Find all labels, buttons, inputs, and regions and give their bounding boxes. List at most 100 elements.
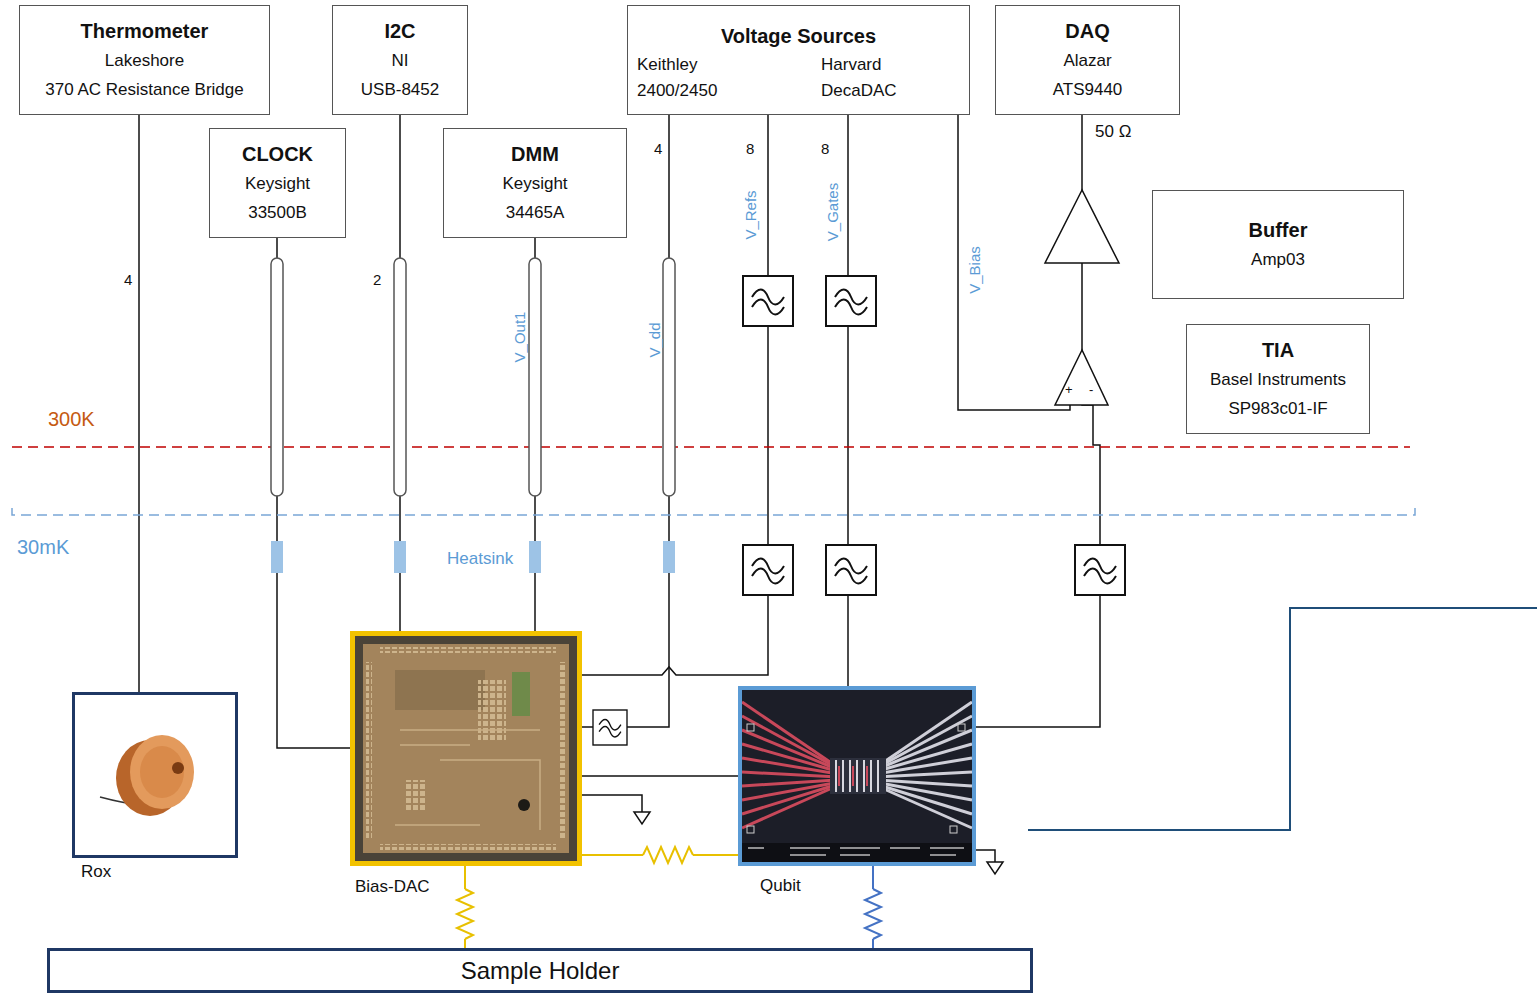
filter-symbol xyxy=(826,276,876,326)
instrument-box: I2CNIUSB-8452 xyxy=(332,5,468,115)
chip-block xyxy=(512,672,530,716)
sem-info-marks xyxy=(748,848,964,855)
box-text: SP983c01-IF xyxy=(1228,394,1327,423)
wire-count: 4 xyxy=(654,140,662,158)
resistor-backing xyxy=(643,845,693,865)
heatsink xyxy=(529,541,541,573)
box-text: 33500B xyxy=(248,198,307,227)
ground-wire xyxy=(976,850,995,862)
chip-die xyxy=(363,644,569,853)
chip-frame xyxy=(355,636,577,861)
box-text: 34465A xyxy=(506,198,565,227)
box-title: Voltage Sources xyxy=(628,22,969,51)
sem-background xyxy=(742,690,972,862)
filter-symbol xyxy=(743,545,793,595)
node-label: Bias-DAC xyxy=(355,872,430,901)
wire-count: 8 xyxy=(821,140,829,158)
node-label: Rox xyxy=(81,857,111,886)
tia-amplifier-symbol xyxy=(1055,350,1108,405)
filter-symbol xyxy=(593,710,627,745)
sem-info-bar xyxy=(742,843,972,862)
wire-count: 2 xyxy=(373,271,381,289)
box-text: Basel Instruments xyxy=(1210,365,1346,394)
filter-symbol xyxy=(826,545,876,595)
ground-symbol xyxy=(987,862,1003,874)
wire-count: 8 xyxy=(746,140,754,158)
sem-marker xyxy=(747,724,754,731)
instrument-box: CLOCKKeysight33500B xyxy=(209,128,346,238)
box-title: Buffer xyxy=(1249,216,1308,245)
gate-lines-white xyxy=(876,702,972,828)
chip-block xyxy=(395,670,485,710)
instrument-box: TIABasel InstrumentsSP983c01-IF xyxy=(1186,324,1370,434)
box-text: Sample Holder xyxy=(461,956,620,986)
node-label: 2400/2450 xyxy=(637,76,717,105)
buffer-amplifier-symbol xyxy=(1045,190,1119,263)
sample-holder-bar: Sample Holder xyxy=(47,948,1033,993)
bias-dac-chip-illustration xyxy=(355,636,577,861)
instrument-box: Voltage SourcesKeithley2400/2450 HarvardD… xyxy=(627,5,970,115)
chip-block xyxy=(405,780,427,810)
gate-line xyxy=(742,789,830,828)
gate-line xyxy=(882,786,972,814)
box-title: CLOCK xyxy=(242,140,313,169)
rox-face xyxy=(130,735,194,809)
heatsink xyxy=(271,541,283,573)
coax-tube xyxy=(394,258,406,496)
node-label: Harvard xyxy=(821,50,881,79)
box-text: USB-8452 xyxy=(361,75,439,104)
connector xyxy=(138,115,140,692)
sensor-frame: Rox xyxy=(72,692,238,858)
gate-line xyxy=(880,783,972,800)
resistor-backing xyxy=(863,889,883,939)
coax-tube xyxy=(529,258,541,496)
instrument-box: DMMKeysight34465A xyxy=(443,128,627,238)
gate-line xyxy=(884,702,972,762)
sem-marker xyxy=(950,826,957,833)
heatsink-label: Heatsink xyxy=(447,548,513,569)
gate-line xyxy=(742,772,838,777)
gate-line xyxy=(742,783,834,800)
ground-wire xyxy=(580,795,642,812)
heatsink xyxy=(663,541,675,573)
box-text: NI xyxy=(392,46,409,75)
gate-line xyxy=(884,789,972,828)
gate-array xyxy=(830,758,886,794)
sem-marker xyxy=(958,724,965,731)
chip-pads xyxy=(366,662,372,838)
chip-pads xyxy=(380,844,556,850)
rox-face-ring xyxy=(140,746,184,798)
node-label: Qubit xyxy=(760,871,801,900)
box-text: Keysight xyxy=(502,169,567,198)
heatsinks xyxy=(271,541,675,573)
box-text: Lakeshore xyxy=(105,46,184,75)
gate-fingers-red xyxy=(839,766,867,786)
signal-name: V_Refs xyxy=(741,190,759,239)
box-title: DMM xyxy=(511,140,559,169)
bracket-line xyxy=(1028,608,1537,830)
ground-symbol xyxy=(634,812,650,824)
resistor-symbol xyxy=(865,889,881,939)
gate-line xyxy=(876,772,972,777)
connector xyxy=(277,238,350,748)
chip-pads xyxy=(380,647,556,653)
connector xyxy=(847,115,849,686)
node-label: DecaDAC xyxy=(821,76,897,105)
rox-sensor-illustration xyxy=(100,735,194,816)
resistor-backing xyxy=(455,889,475,939)
chip-traces xyxy=(395,730,540,830)
instrument-box: DAQAlazarATS9440 xyxy=(995,5,1180,115)
temperature-label: 300K xyxy=(48,407,95,431)
instrument-box: BufferAmp03 xyxy=(1152,190,1404,299)
impedance-label: 50 Ω xyxy=(1095,121,1131,142)
gate-fingers xyxy=(836,760,878,792)
box-text: ATS9440 xyxy=(1053,75,1123,104)
box-text: 370 AC Resistance Bridge xyxy=(45,75,243,104)
node-label: Keithley xyxy=(637,50,697,79)
temperature-label: 30mK xyxy=(17,535,69,559)
chip-frame: Bias-DAC xyxy=(350,631,582,866)
instrument-box: ThermometerLakeshore370 AC Resistance Br… xyxy=(19,5,270,115)
coax-tubes xyxy=(271,258,675,496)
wire-count: 4 xyxy=(124,271,132,289)
